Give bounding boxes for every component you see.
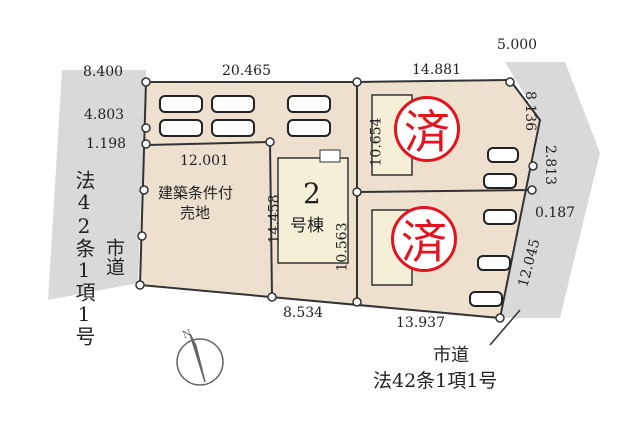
sold-stamp-upper: 済 <box>394 96 460 162</box>
dim-right-small: 0.187 <box>535 205 576 221</box>
compass-icon <box>176 333 224 386</box>
bottom-road-name: 市道 <box>433 345 469 366</box>
dim-top-right: 14.881 <box>412 62 461 78</box>
lot1-label-line1: 建築条件付 <box>158 184 234 202</box>
dim-right-road-width: 5.000 <box>497 37 538 53</box>
house-2-footprint <box>277 157 349 264</box>
lot1-label-line2: 売地 <box>180 204 211 222</box>
dim-right-mid: 2.813 <box>542 144 559 186</box>
dim-left-small: 1.198 <box>86 136 127 152</box>
right-road <box>500 62 600 318</box>
dim-lot2-right: 10.563 <box>334 222 351 272</box>
house-2-label: 号棟 <box>290 216 324 236</box>
house-2-number: 2 <box>303 177 321 210</box>
bottom-road-law: 法42条1項1号 <box>373 370 498 392</box>
dim-bottom-left: 8.534 <box>283 305 324 321</box>
dim-bottom-right: 13.937 <box>396 315 445 331</box>
dim-top-left-road: 8.400 <box>83 64 124 80</box>
dim-right-upper: 8.136 <box>522 90 539 132</box>
left-road-law: 法42条1項1号 <box>72 170 96 346</box>
left-road-name: 市道 <box>103 238 125 276</box>
left-road <box>48 70 146 300</box>
parking-cars <box>159 95 519 307</box>
dim-lot1-top: 12.001 <box>180 153 229 169</box>
dim-top-parking: 20.465 <box>222 63 271 79</box>
dim-lot1-right: 14.458 <box>266 194 283 244</box>
sold-stamp-lower: 済 <box>391 206 457 272</box>
dim-lot3-left: 10.654 <box>368 117 385 167</box>
dim-left-upper: 4.803 <box>84 107 125 123</box>
